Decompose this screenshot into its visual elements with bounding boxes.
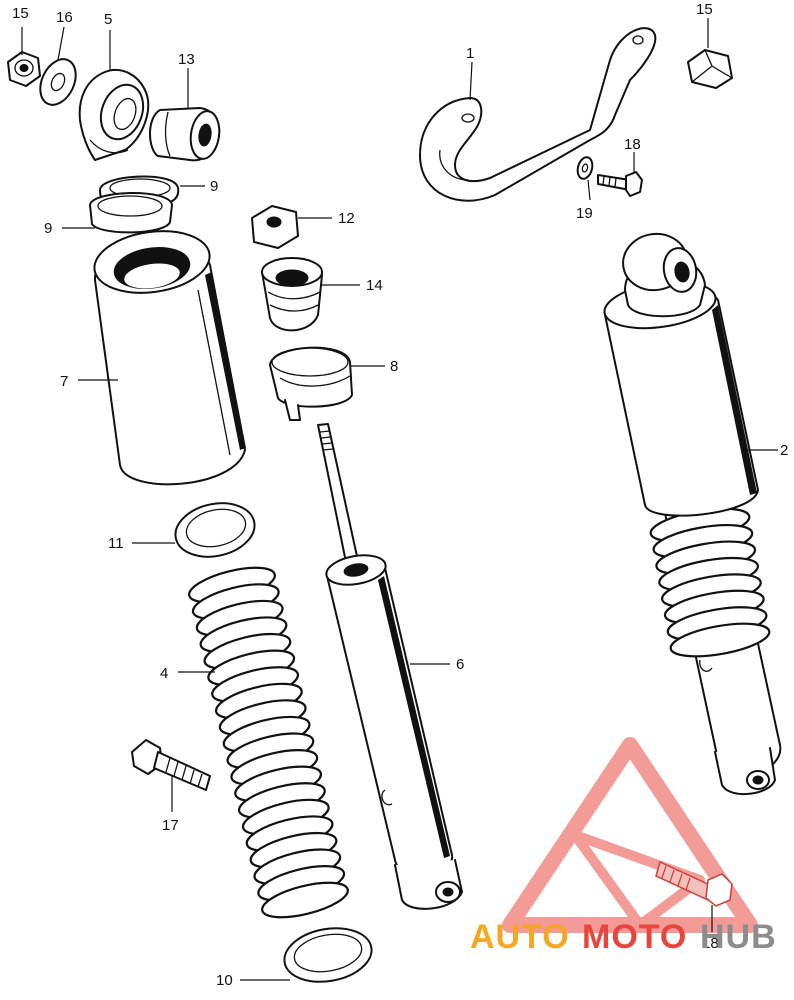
nut-12 [251,205,299,249]
callout-18-right: 18 [702,935,719,952]
leader-lines [21,18,778,981]
shock-absorber-2 [603,232,782,796]
callout-14: 14 [366,277,383,294]
callout-15-right: 15 [696,1,713,18]
spring-cover-7 [93,230,246,486]
coil-spring-4 [188,566,349,919]
watermark-moto: MOTO [582,918,687,956]
bump-stopper-14 [261,257,323,332]
callout-11: 11 [108,535,124,552]
callout-18-left: 17 [162,817,179,834]
nut-15-left [7,51,41,87]
watermark-logo [502,737,758,933]
bolt-18-left [131,739,211,791]
callout-10: 10 [216,972,233,989]
callout-7: 7 [60,373,68,390]
callout-6: 6 [456,656,464,673]
watermark-text: AUTO MOTO HUB [470,918,777,956]
callout-15-left: 15 [12,5,29,22]
bolt-17 [597,171,643,197]
callout-12: 12 [338,210,355,227]
shock-spring [649,507,771,658]
bracket-1 [419,27,657,202]
callout-4: 4 [160,665,168,682]
bush-13 [149,107,221,162]
collar-9-lower [89,192,173,234]
callout-1: 1 [466,45,474,62]
callout-5: 5 [104,11,112,28]
callout-13: 13 [178,51,195,68]
watermark-hub: HUB [700,918,777,956]
damper-6 [317,423,463,910]
ring-10 [283,927,373,983]
watermark-auto: AUTO [470,918,570,956]
callout-labels: 15 16 5 13 9 9 7 11 4 17 10 12 14 8 6 1 … [12,1,788,989]
callout-19: 19 [576,205,593,222]
collar-8 [269,346,353,421]
bolt-18-right [655,860,733,907]
spring-coil [669,622,771,658]
washer-19 [576,156,594,180]
callout-2: 2 [780,442,788,459]
upper-eye-5 [78,69,150,161]
callout-9-upper: 9 [210,178,218,195]
ring-11 [174,502,256,558]
callout-17: 18 [624,136,641,153]
callout-16: 16 [56,9,73,26]
callout-9-lower: 9 [44,220,52,237]
nut-15-right [687,49,733,89]
spring-coil [261,881,349,919]
callout-8: 8 [390,358,398,375]
washer-16 [39,58,77,106]
